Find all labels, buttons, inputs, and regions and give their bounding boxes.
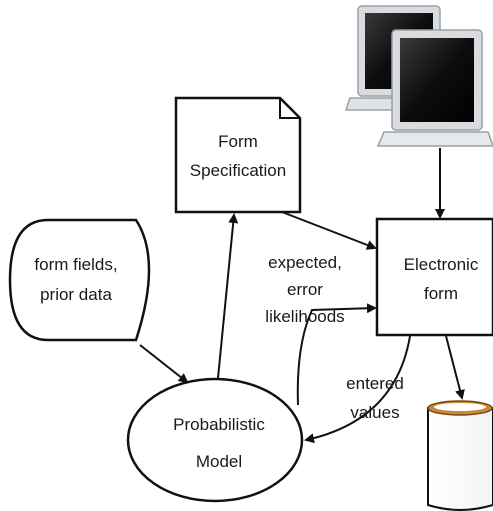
form-spec-fold (279, 98, 300, 119)
probabilistic-model-node (126, 377, 304, 503)
arrow-form-to-model (304, 335, 411, 444)
form-spec-label-2: Specification (190, 161, 286, 180)
laptop-icon-front (376, 29, 493, 147)
electronic-form-label-2: form (424, 284, 458, 303)
electronic-form-label-1: Electronic (404, 255, 479, 274)
arrow-form-to-database (445, 335, 465, 400)
edge-label-entered-1: entered (346, 374, 404, 393)
database-icon (427, 400, 493, 511)
model-label-2: Model (196, 452, 242, 471)
edge-label-expected-2: error (287, 280, 323, 299)
form-fields-label-2: prior data (40, 285, 112, 304)
form-fields-label-1: form fields, (34, 255, 117, 274)
model-label-1: Probabilistic (173, 415, 265, 434)
form-fields-node (8, 218, 151, 342)
arrow-fields-to-model (139, 344, 189, 384)
electronic-form-node (375, 217, 493, 337)
arrow-model-to-form (296, 303, 377, 406)
arrow-spec-to-form (281, 211, 377, 250)
form-spec-label-1: Form (218, 132, 258, 151)
edge-label-expected-3: likelihoods (265, 307, 344, 326)
edge-label-expected-1: expected, (268, 253, 342, 272)
edge-label-entered-2: values (350, 403, 399, 422)
arrow-model-to-spec (217, 213, 239, 379)
form-spec-node (174, 96, 302, 214)
